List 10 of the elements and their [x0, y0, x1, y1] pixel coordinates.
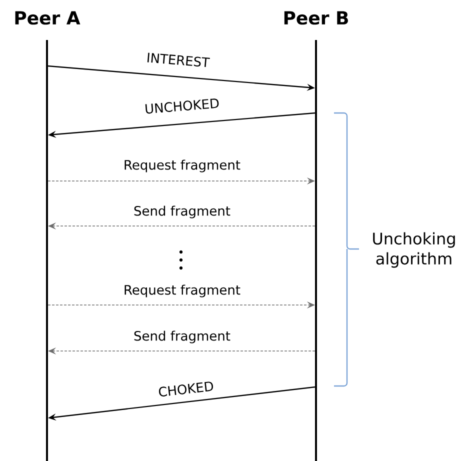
edge-label: UNCHOKED [145, 98, 219, 114]
edge-label: Send fragment [134, 206, 230, 218]
edge-label: INTEREST [147, 52, 210, 68]
edge-label: CHOKED [158, 382, 214, 396]
edge-label: Send fragment [134, 330, 230, 344]
lifeline-header: Peer B [284, 11, 348, 25]
lifeline-header: Peer A [15, 11, 80, 25]
bracket-label: Unchoking algorithm [373, 232, 455, 268]
edge-label: Request fragment [124, 160, 240, 172]
edge-label: Request fragment [124, 284, 240, 298]
